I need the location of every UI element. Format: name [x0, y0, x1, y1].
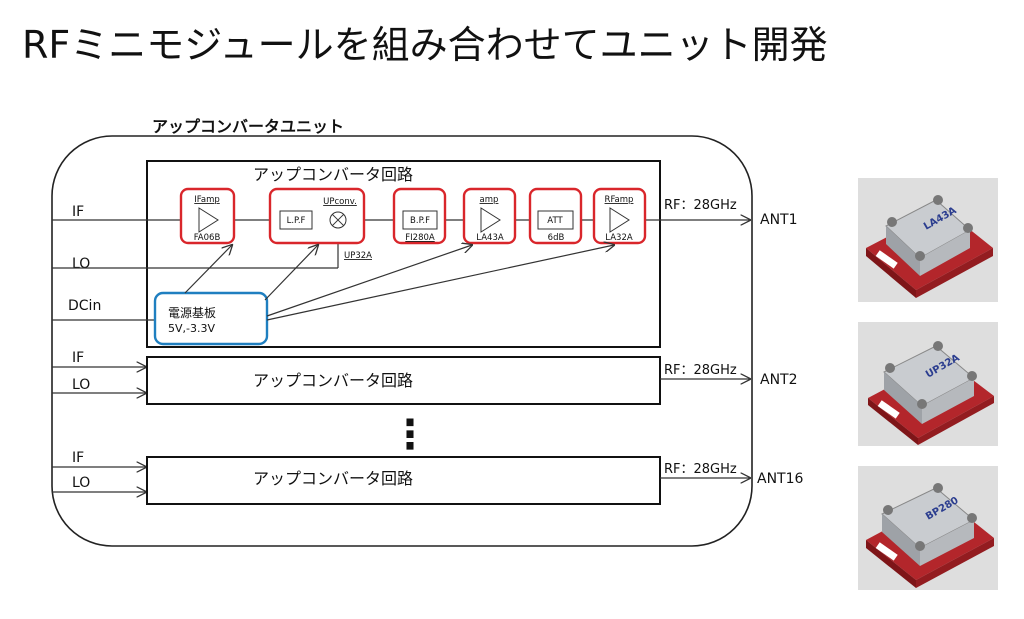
upconv-part: UP32A: [344, 251, 372, 261]
input-lo-label-2: LO: [72, 377, 90, 393]
bpf-box: [402, 210, 438, 230]
circuit-label-1: アップコンバータ回路: [253, 165, 413, 184]
lpf-box: [279, 210, 313, 230]
circuit-box-16: [146, 456, 661, 505]
rf-label-2: RF：28GHz: [664, 363, 737, 378]
rf-label-16: RF：28GHz: [664, 462, 737, 477]
power-board: [153, 291, 269, 346]
input-lo-label-16: LO: [72, 475, 90, 491]
lpf-label: L.P.F: [287, 216, 306, 226]
att-label: ATT: [547, 216, 563, 226]
up32a-module-photo: UP32A: [858, 322, 998, 446]
page-title: RFミニモジュールを組み合わせてユニット開発: [22, 23, 828, 67]
amp-part: LA43A: [476, 233, 504, 243]
bpf-label: B.P.F: [410, 216, 430, 226]
bpf-part: FI280A: [405, 233, 435, 243]
output-ant2: ANT2: [760, 372, 798, 388]
ifamp-part: FA06B: [194, 233, 221, 243]
input-lo-label: LO: [72, 256, 90, 272]
la43a-module-photo: LA43A: [858, 178, 998, 302]
input-if-label: IF: [72, 204, 84, 220]
power-board-title: 電源基板: [168, 306, 216, 320]
ifamp-label: IFamp: [194, 195, 220, 205]
input-dc-label: DCin: [68, 298, 101, 314]
circuit-label-16: アップコンバータ回路: [253, 469, 413, 488]
rfamp-triangle: [609, 207, 630, 233]
circuit-label-2: アップコンバータ回路: [253, 371, 413, 390]
circuit-box-2: [146, 356, 661, 405]
power-to-rfamp: [266, 245, 614, 321]
upconv-label: UPconv.: [323, 197, 357, 207]
unit-boundary: [51, 135, 753, 547]
input-if-label-2: IF: [72, 350, 84, 366]
upconverter-diagram: アップコンバータユニット アップコンバータ回路 IF LO DCin IFamp…: [51, 117, 804, 547]
bp280-module-photo: BP280: [858, 466, 998, 590]
power-to-upconv: [264, 245, 318, 301]
power-to-ifamp: [184, 245, 232, 294]
power-to-amp: [266, 245, 472, 317]
circuit-box-1: [146, 160, 661, 348]
rfamp-part: LA32A: [605, 233, 633, 243]
output-ant1: ANT1: [760, 212, 798, 228]
att-value: 6dB: [548, 233, 565, 243]
amp-label: amp: [480, 195, 499, 205]
rows-ellipsis: ⋮: [390, 412, 430, 458]
amp-triangle: [480, 207, 501, 233]
unit-label: アップコンバータユニット: [152, 117, 344, 136]
power-board-voltage: 5V,-3.3V: [168, 322, 215, 335]
output-ant16: ANT16: [757, 471, 804, 487]
rfamp-label: RFamp: [605, 195, 634, 205]
att-box: [537, 210, 574, 230]
ifamp-triangle: [198, 207, 219, 233]
rf-label-1: RF：28GHz: [664, 198, 737, 213]
input-if-label-16: IF: [72, 450, 84, 466]
